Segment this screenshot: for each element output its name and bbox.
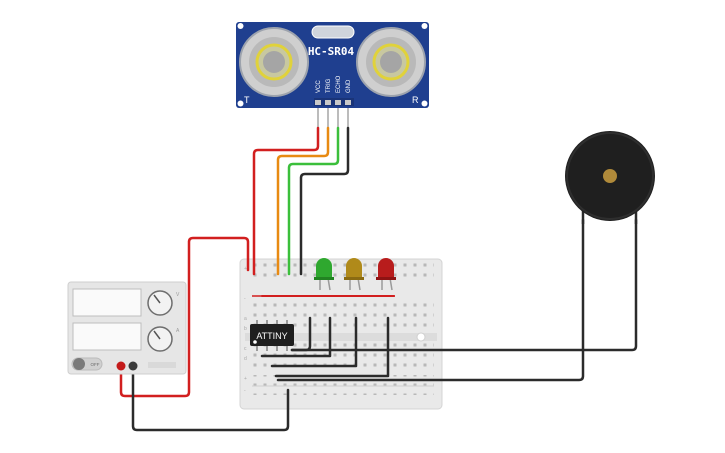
pin-label-vcc: VCC bbox=[316, 80, 322, 93]
positive-terminal[interactable] bbox=[116, 361, 126, 371]
svg-text:c: c bbox=[244, 346, 247, 352]
pin-label-trig: TRIG bbox=[326, 78, 332, 93]
wire-gnd-black[interactable] bbox=[299, 126, 350, 276]
ultrasonic-sensor[interactable]: HC-SR04 T R VCC TRIG ECHO GND bbox=[236, 22, 429, 108]
led-red[interactable] bbox=[376, 258, 396, 291]
wire-echo-green[interactable] bbox=[287, 126, 340, 276]
sensor-left-mark: T bbox=[244, 95, 250, 105]
power-switch-label: OFF bbox=[91, 362, 100, 367]
current-knob[interactable] bbox=[147, 326, 173, 352]
wire-led-red-gnd[interactable] bbox=[274, 316, 390, 378]
svg-text:-: - bbox=[244, 388, 246, 394]
attiny-chip[interactable]: ATTINY bbox=[250, 320, 294, 351]
sensor-model-label: HC-SR04 bbox=[308, 45, 355, 58]
transducer-left bbox=[239, 27, 309, 97]
svg-text:b: b bbox=[244, 326, 247, 332]
sensor-header-pins bbox=[317, 108, 349, 128]
power-supply[interactable]: V A OFF bbox=[67, 281, 187, 375]
svg-text:-: - bbox=[244, 296, 246, 302]
wire-buzzer-positive[interactable] bbox=[290, 218, 638, 352]
voltage-knob[interactable] bbox=[147, 290, 173, 316]
pin-label-gnd: GND bbox=[346, 79, 352, 93]
svg-text:+: + bbox=[244, 376, 247, 382]
led-green[interactable] bbox=[314, 258, 334, 291]
wire-vcc-red[interactable] bbox=[252, 126, 320, 276]
piezo-buzzer[interactable] bbox=[565, 131, 655, 224]
voltage-knob-label: V bbox=[176, 292, 180, 298]
svg-text:a: a bbox=[244, 316, 247, 322]
sensor-right-mark: R bbox=[412, 95, 419, 105]
chip-label: ATTINY bbox=[256, 331, 287, 341]
current-knob-label: A bbox=[176, 328, 180, 334]
wire-supply-positive[interactable] bbox=[119, 236, 250, 398]
led-yellow[interactable] bbox=[344, 258, 364, 291]
svg-text:d: d bbox=[244, 356, 247, 362]
transducer-right bbox=[356, 27, 426, 97]
wire-trig-orange[interactable] bbox=[276, 126, 330, 276]
pin-label-echo: ECHO bbox=[336, 75, 342, 93]
power-switch[interactable]: OFF bbox=[71, 357, 103, 371]
svg-text:+: + bbox=[244, 266, 247, 272]
negative-terminal[interactable] bbox=[128, 361, 138, 371]
wire-supply-negative[interactable] bbox=[131, 364, 290, 432]
wire-buzzer-negative[interactable] bbox=[276, 218, 585, 382]
wire-led-green-gnd[interactable] bbox=[260, 316, 332, 358]
wire-led-yellow-gnd[interactable] bbox=[270, 316, 358, 368]
